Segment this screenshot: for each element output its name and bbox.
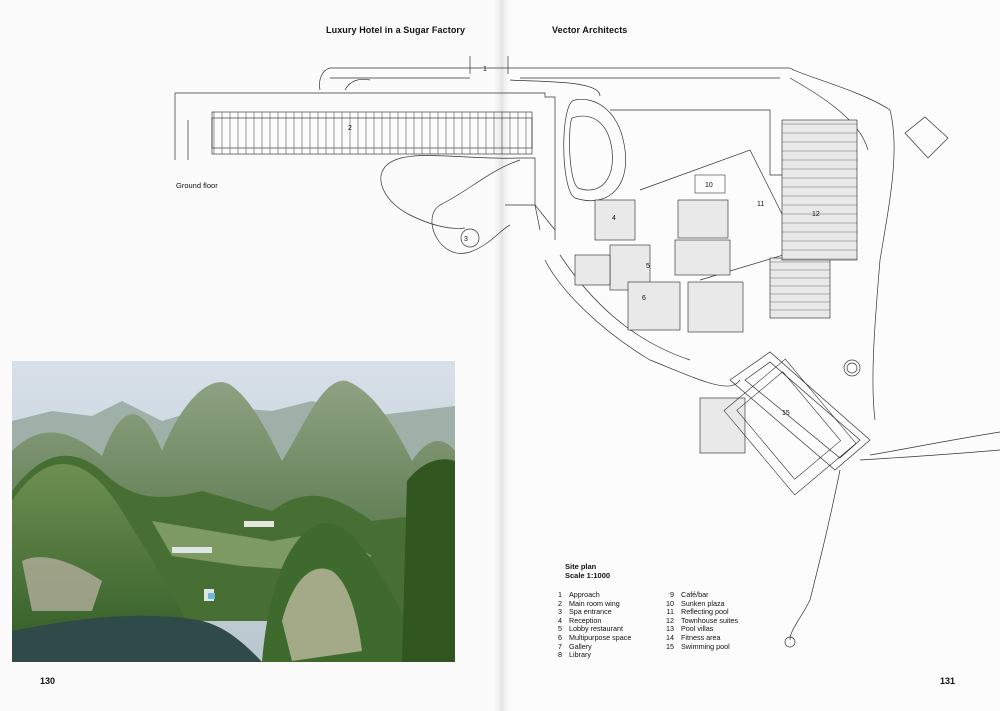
plan-number-2: 2 — [348, 125, 352, 132]
plan-number-15: 15 — [782, 410, 790, 417]
site-plan-title: Site plan — [565, 562, 597, 571]
plan-number-6: 6 — [642, 295, 646, 302]
plan-number-1: 1 — [483, 66, 487, 73]
plan-number-5: 5 — [646, 263, 650, 270]
site-plan-heading: Site plan Scale 1:1000 — [565, 562, 610, 580]
plan-number-4: 4 — [612, 215, 616, 222]
book-gutter — [494, 0, 510, 711]
plan-number-11: 11 — [757, 201, 764, 208]
aerial-photo — [12, 361, 455, 662]
site-plan-scale: Scale 1:1000 — [565, 571, 611, 580]
right-page — [502, 0, 1000, 711]
page-number-right: 131 — [940, 676, 956, 686]
project-title: Luxury Hotel in a Sugar Factory — [326, 25, 466, 35]
plan-number-10: 10 — [705, 182, 713, 189]
plan-number-12: 12 — [812, 211, 820, 218]
architect-name: Vector Architects — [552, 25, 628, 35]
plan-number-3: 3 — [464, 236, 468, 243]
floor-label: Ground floor — [176, 181, 218, 190]
page-number-left: 130 — [40, 676, 56, 686]
